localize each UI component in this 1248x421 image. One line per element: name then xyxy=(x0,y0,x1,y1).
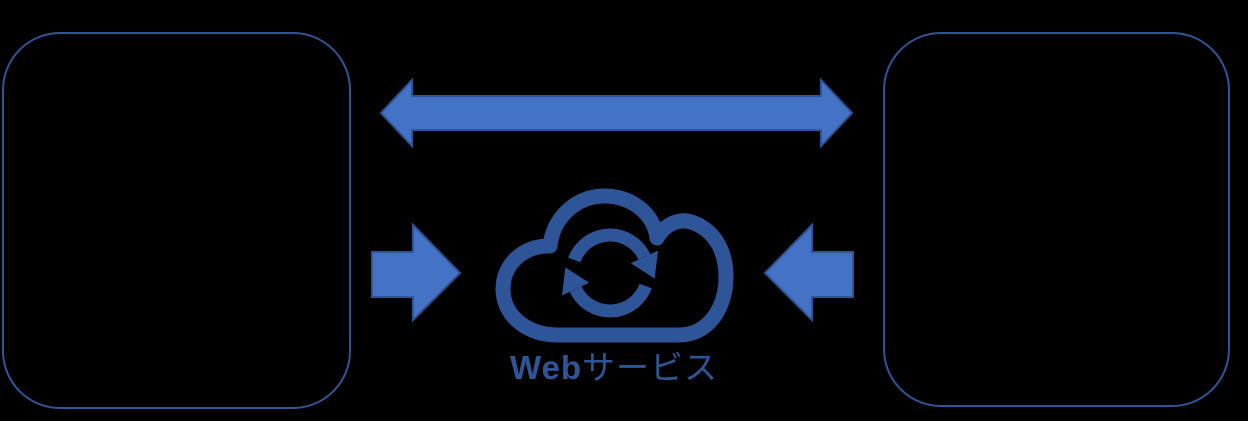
web-service-label: Webサービス xyxy=(478,348,750,388)
right-device-box xyxy=(883,32,1230,407)
sync-bottom-arrowhead xyxy=(562,267,590,296)
cloud-icon xyxy=(495,188,734,343)
left-device-box xyxy=(2,32,351,409)
sync-bottom-arc xyxy=(569,283,652,318)
sync-top-arc xyxy=(568,228,651,263)
right-arrow-icon xyxy=(371,222,462,323)
sync-top-arrowhead xyxy=(630,250,658,279)
web-service-label-latin: Web xyxy=(509,349,583,386)
left-arrow-icon xyxy=(763,222,854,323)
double-headed-arrow-icon xyxy=(379,77,854,149)
web-service-label-kana: サービス xyxy=(582,349,719,386)
cloud-outline xyxy=(495,188,734,343)
sync-icon xyxy=(562,228,658,318)
